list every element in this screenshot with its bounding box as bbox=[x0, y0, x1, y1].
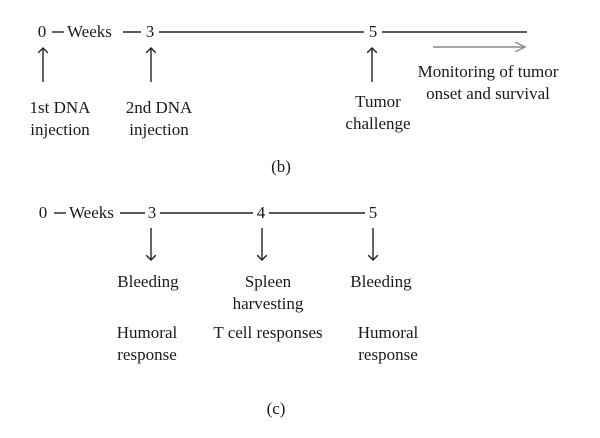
panel-b-week-3: 3 bbox=[145, 22, 155, 41]
panel-c-week-3: 3 bbox=[147, 203, 157, 222]
panel-c-event-bleeding-week3: Bleeding bbox=[117, 272, 179, 291]
panel-b-event-tumor-challenge: Tumor challenge bbox=[345, 92, 411, 133]
panel-c-response-humoral-week5: Humoral response bbox=[357, 323, 419, 364]
panel-b-caption: (b) bbox=[271, 157, 291, 176]
panel-c-response-humoral-week3: Humoral response bbox=[116, 323, 178, 364]
panel-b-monitoring-label: Monitoring of tumor onset and survival bbox=[417, 62, 559, 103]
panel-b-timeline bbox=[43, 31, 527, 82]
panel-b-week-0: 0 bbox=[37, 22, 47, 41]
panel-c-week-0: 0 bbox=[38, 203, 48, 222]
panel-b-week-5: 5 bbox=[368, 22, 378, 41]
panel-b-event-1st-dna: 1st DNA injection bbox=[29, 98, 91, 139]
panel-c-timeline bbox=[54, 212, 373, 260]
panel-b-event-2nd-dna: 2nd DNA injection bbox=[125, 98, 193, 139]
panel-c-week-4: 4 bbox=[256, 203, 266, 222]
panel-b-weeks-label: Weeks bbox=[67, 22, 112, 41]
panel-c-weeks-label: Weeks bbox=[69, 203, 114, 222]
panel-c-event-bleeding-week5: Bleeding bbox=[350, 272, 412, 291]
panel-c-event-spleen-harvesting: Spleen harvesting bbox=[232, 272, 304, 313]
panel-c-week-5: 5 bbox=[368, 203, 378, 222]
panel-c-caption: (c) bbox=[266, 399, 286, 418]
panel-c-response-t-cell: T cell responses bbox=[213, 323, 323, 342]
